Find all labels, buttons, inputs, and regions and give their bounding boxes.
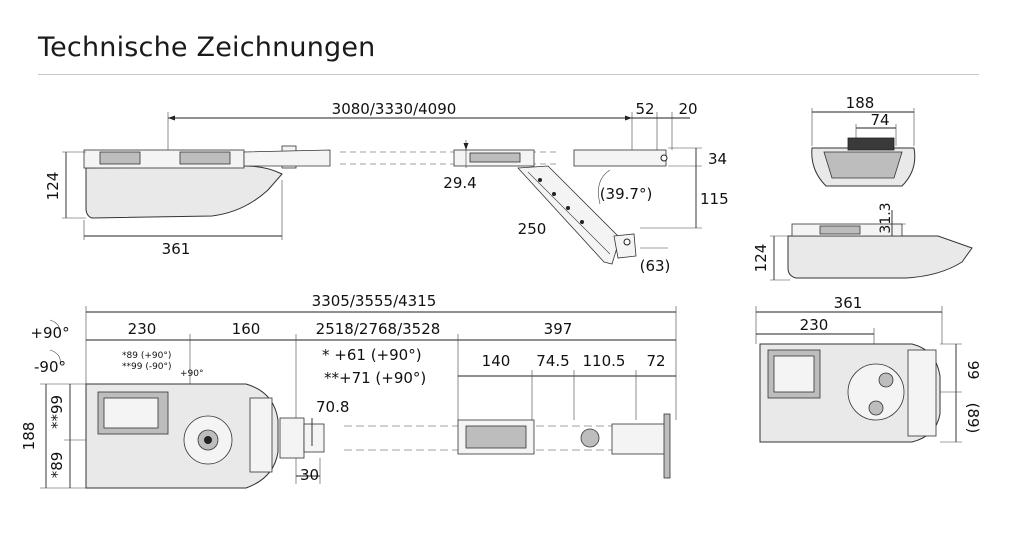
sub-110-5-label: 110.5 xyxy=(583,352,626,370)
note-99-label: **99 (-90°) xyxy=(122,362,172,372)
angle-label: (39.7°) xyxy=(600,185,653,203)
val-30-label: 30 xyxy=(300,466,319,484)
bottom-width-361-label: 361 xyxy=(834,294,863,312)
rail-length-label: 3080/3330/4090 xyxy=(332,100,457,118)
arm-250-label: 250 xyxy=(518,220,547,238)
side-view-drawing: 3080/3330/4090 52 20 29.4 250 (39.7°) (6… xyxy=(44,100,729,275)
left-89-label: *89 xyxy=(48,452,66,479)
front-width-74-label: 74 xyxy=(870,111,889,129)
left-99-label: **99 xyxy=(48,395,66,429)
title-divider xyxy=(38,74,979,75)
bracket-63-label: (63) xyxy=(640,257,671,275)
val-70-8-label: 70.8 xyxy=(316,398,349,416)
front-view-drawing: 188 74 xyxy=(811,94,916,187)
right-115-label: 115 xyxy=(700,190,729,208)
seg-2518-label: 2518/2768/3528 xyxy=(316,320,441,338)
rot-plus-label: +90° xyxy=(30,324,69,342)
left-188-label: 188 xyxy=(20,422,38,451)
note-89-label: *89 (+90°) xyxy=(122,351,171,361)
side-length-361-label: 361 xyxy=(162,240,191,258)
top-view-drawing: 3305/3555/4315 230 160 2518/2768/3528 39… xyxy=(20,292,677,489)
end-52-label: 52 xyxy=(635,100,654,118)
seg-160-label: 160 xyxy=(232,320,261,338)
side-height-124-label: 124 xyxy=(44,172,62,201)
front-width-188-label: 188 xyxy=(846,94,875,112)
seg-397-label: 397 xyxy=(544,320,573,338)
rot-minus-label: -90° xyxy=(34,358,66,376)
bottom-width-230-label: 230 xyxy=(800,316,829,334)
right-side-31-3-label: 31.3 xyxy=(878,202,894,233)
bottom-right-89-label: (89) xyxy=(964,403,982,434)
right-34-label: 34 xyxy=(708,150,727,168)
page-title: Technische Zeichnungen xyxy=(38,32,376,63)
top-total-label: 3305/3555/4315 xyxy=(312,292,437,310)
note-plus90-label: +90° xyxy=(180,369,204,379)
star-71-label: **+71 (+90°) xyxy=(324,369,426,387)
sub-72-label: 72 xyxy=(646,352,665,370)
star-61-label: * +61 (+90°) xyxy=(322,346,422,364)
seg-230-label: 230 xyxy=(128,320,157,338)
right-side-view-drawing: 31.3 124 xyxy=(752,202,973,281)
offset-29-4-label: 29.4 xyxy=(443,174,476,192)
sub-74-5-label: 74.5 xyxy=(536,352,569,370)
end-20-label: 20 xyxy=(678,100,697,118)
bottom-view-drawing: 361 230 99 (89) xyxy=(755,294,982,443)
bottom-right-99-label: 99 xyxy=(964,360,982,379)
sub-140-label: 140 xyxy=(482,352,511,370)
right-side-124-label: 124 xyxy=(752,244,770,273)
